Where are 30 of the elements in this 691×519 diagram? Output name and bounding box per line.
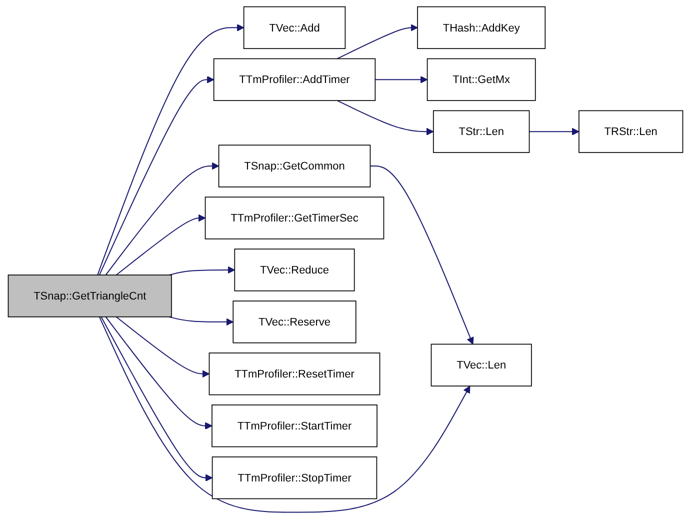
arrow xyxy=(337,24,418,60)
node-box: TVec::Reduce xyxy=(234,248,355,292)
arrow xyxy=(100,316,213,482)
node-box: TVec::Reserve xyxy=(232,300,356,344)
arrow xyxy=(375,76,428,84)
node-box: TRStr::Len xyxy=(578,110,684,153)
arrow xyxy=(529,128,580,136)
arrow xyxy=(337,100,434,136)
arrow xyxy=(98,316,470,513)
arrow xyxy=(169,266,235,276)
node-box: TStr::Len xyxy=(432,110,530,153)
arrow xyxy=(97,24,244,276)
node-box: TSnap::GetTriangleCnt xyxy=(8,274,172,318)
node-box: TVec::Add xyxy=(243,6,346,49)
arrow xyxy=(370,166,474,345)
node-box: TTmProfiler::GetTimerSec xyxy=(204,196,384,240)
node-box: TTmProfiler::AddTimer xyxy=(213,58,376,101)
node-box: TTmProfiler::ResetTimer xyxy=(208,352,380,396)
arrow xyxy=(105,316,212,430)
node-box: TTmProfiler::StopTimer xyxy=(212,456,378,500)
arrow xyxy=(116,316,210,378)
node-box: TInt::GetMx xyxy=(426,58,536,101)
arrow xyxy=(169,316,234,326)
node-box: THash::AddKey xyxy=(417,6,546,49)
node-box: TVec::Len xyxy=(430,344,532,386)
node-box: TSnap::GetCommon xyxy=(218,144,371,188)
arrow xyxy=(105,162,220,276)
arrow xyxy=(116,214,206,276)
node-box: TTmProfiler::StartTimer xyxy=(212,404,378,448)
arrow xyxy=(98,76,214,276)
